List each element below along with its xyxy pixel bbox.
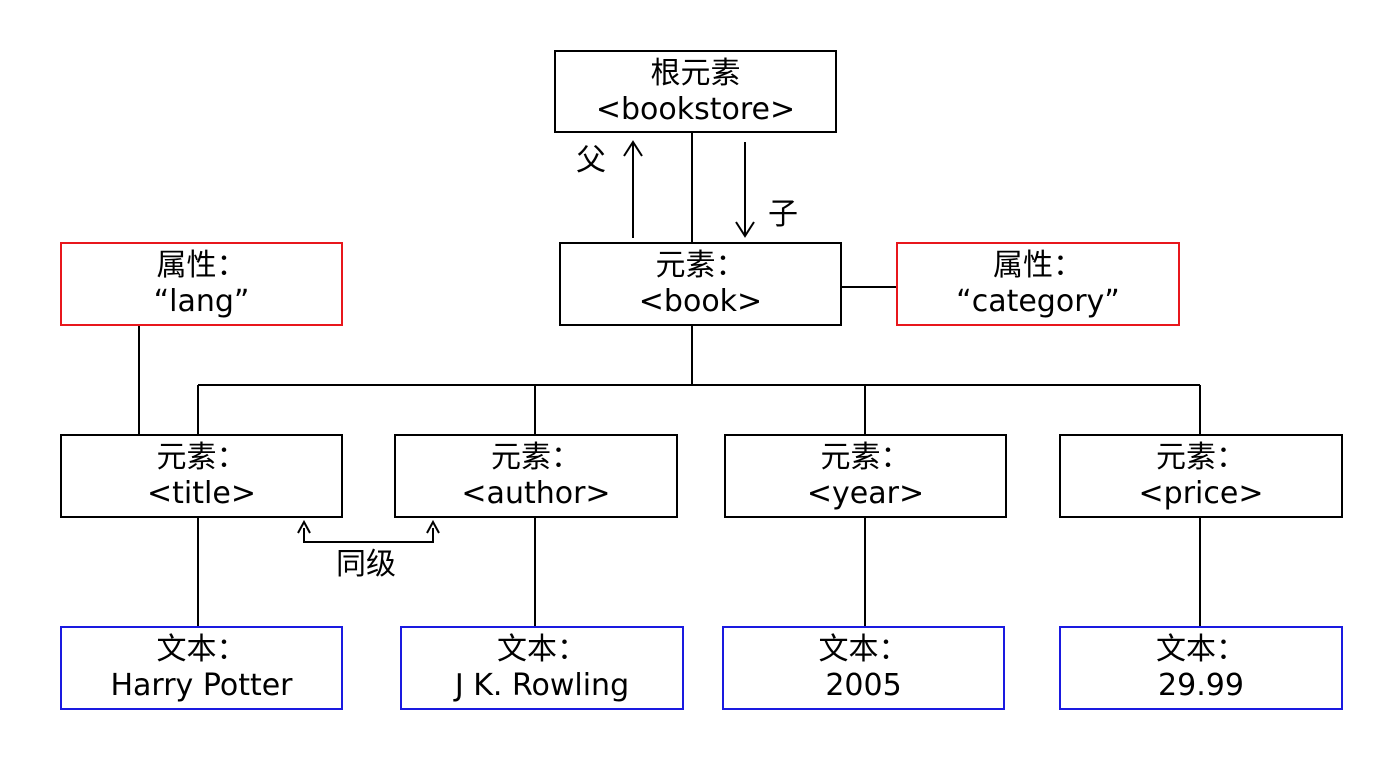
element-title-tag: <title> [147, 476, 256, 511]
root-heading: 根元素 [650, 55, 741, 91]
element-author-heading: 元素： [491, 440, 581, 475]
attribute-lang-heading: 属性： [156, 248, 247, 283]
attribute-lang-value: “lang” [153, 284, 250, 319]
element-price-heading: 元素： [1156, 440, 1246, 475]
element-author-tag: <author> [461, 476, 611, 511]
text-author-value: J K. Rowling [454, 668, 630, 703]
root-tag: <bookstore> [595, 91, 796, 127]
child-label: 子 [768, 197, 798, 232]
parent-label: 父 [576, 143, 606, 178]
attribute-category-value: “category” [956, 284, 1120, 319]
text-price-value: 29.99 [1158, 668, 1244, 703]
attribute-category-box: 属性： “category” [896, 242, 1180, 326]
element-year-box: 元素： <year> [724, 434, 1007, 518]
parent-arrow-head [623, 140, 643, 157]
element-price-tag: <price> [1138, 476, 1264, 511]
text-title-heading: 文本： [156, 632, 247, 667]
book-heading: 元素： [655, 248, 746, 283]
sibling-arrow-left-head [297, 519, 311, 534]
element-title-heading: 元素： [156, 440, 247, 475]
text-title-value: Harry Potter [110, 668, 293, 703]
element-author-box: 元素： <author> [394, 434, 678, 518]
element-year-tag: <year> [806, 476, 925, 511]
element-price-box: 元素： <price> [1059, 434, 1343, 518]
text-author-box: 文本： J K. Rowling [400, 626, 684, 710]
element-title-box: 元素： <title> [60, 434, 343, 518]
attribute-category-heading: 属性： [993, 248, 1083, 283]
sibling-bracket [303, 528, 434, 543]
text-title-box: 文本： Harry Potter [60, 626, 343, 710]
text-year-heading: 文本： [818, 632, 909, 667]
child-arrow-head [735, 221, 755, 238]
sibling-arrow-right-head [426, 519, 440, 534]
text-price-heading: 文本： [1156, 632, 1246, 667]
text-year-box: 文本： 2005 [722, 626, 1005, 710]
attribute-lang-box: 属性： “lang” [60, 242, 343, 326]
element-year-heading: 元素： [820, 440, 911, 475]
sibling-label: 同级 [336, 547, 396, 582]
book-element-box: 元素： <book> [559, 242, 842, 326]
text-year-value: 2005 [825, 668, 902, 703]
book-tag: <book> [638, 284, 763, 319]
text-author-heading: 文本： [497, 632, 587, 667]
text-price-box: 文本： 29.99 [1059, 626, 1343, 710]
root-element-box: 根元素 <bookstore> [554, 50, 837, 133]
